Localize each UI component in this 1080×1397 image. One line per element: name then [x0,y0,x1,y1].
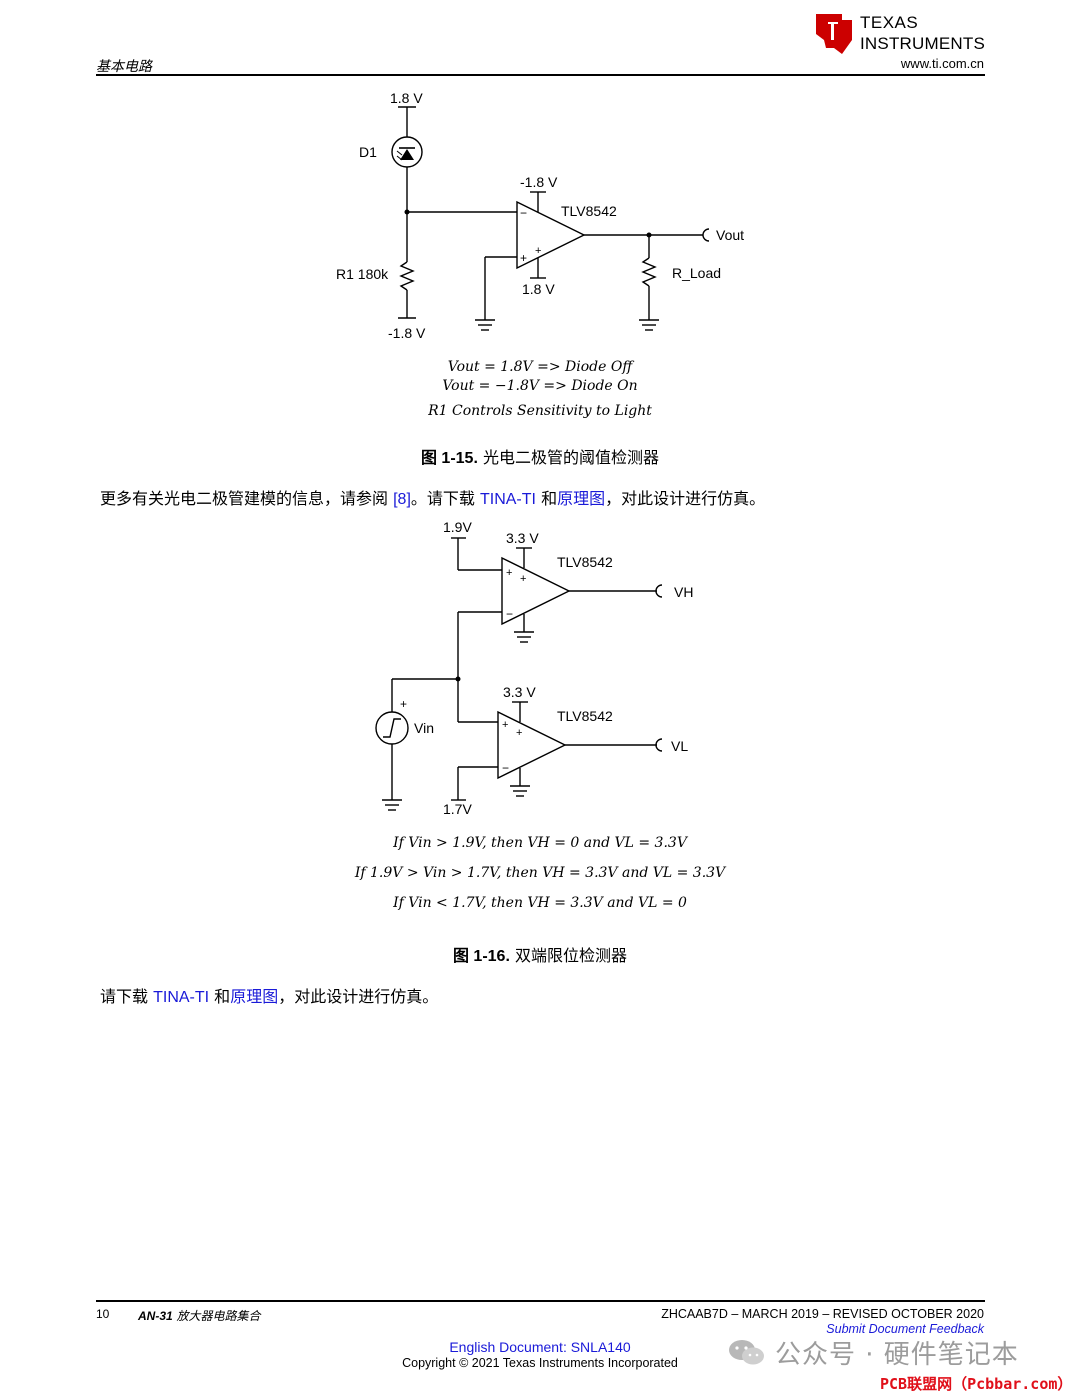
para1-text-1: 更多有关光电二极管建模的信息，请参阅 [100,489,394,508]
para2-text-3: ，对此设计进行仿真。 [278,987,439,1006]
fig1-load-label: R_Load [672,265,721,281]
para2-text-1: 请下载 [100,987,154,1006]
fig2-source-label: Vin [414,720,434,736]
para1-text-2: 。请下载 [410,489,480,508]
fig2-out-high: VH [674,584,693,600]
ti-logo-icon [816,14,852,54]
tina-ti-link[interactable]: TINA-TI [479,491,536,508]
fig2-ref-high: 1.9V [443,519,472,535]
svg-text:+: + [506,567,512,579]
svg-text:−: − [506,607,513,621]
para2-text-2: 和 [209,987,231,1006]
wechat-icon [729,1340,764,1365]
fig2-opamp-top: TLV8542 [557,554,613,570]
footer-title-text: 放大器电路集合 [172,1309,261,1323]
svg-text:−: − [520,206,527,220]
svg-text:+: + [516,727,522,739]
fig1-opamp-pos-supply: 1.8 V [522,281,555,297]
figure-2-schematic: + + − + + − + 1.9V 3.3 V TLV8542 VH 3.3 … [375,519,693,817]
fig2-equation-1: If Vin > 1.9V, then VH = 0 and VL = 3.3V [393,835,687,851]
page-number: 10 [96,1307,110,1321]
fig1-equation-2: Vout = −1.8V => Diode On [442,378,638,394]
watermark-text: 公众号 · 硬件笔记本 [775,1340,1019,1370]
header-rule [96,74,985,76]
para1-text-4: ，对此设计进行仿真。 [605,489,766,508]
header-section-title: 基本电路 [96,59,152,75]
svg-text:+: + [520,251,527,265]
logo-line1: Texas [860,13,919,32]
figure-2-caption: 图 1-16. 双端限位检测器 [0,942,1080,966]
svg-text:+: + [502,719,508,731]
fig1-equation-1: Vout = 1.8V => Diode Off [447,359,633,375]
footer-doc-info: ZHCAAB7D – MARCH 2019 – REVISED OCTOBER … [661,1307,984,1321]
watermark-site: PCB联盟网（Pcbbar.com） [876,1372,1077,1395]
fig2-ref-low: 1.7V [443,801,472,817]
fig2-supply-top: 3.3 V [506,530,539,546]
reference-8-link[interactable]: [8] [393,491,411,508]
figure-1-schematic: − + + 1.8 V D1 -1.8 V TLV8542 Vout R1 18… [336,90,744,341]
footer-an-number: AN-31 [138,1309,173,1323]
fig1-top-supply: 1.8 V [390,90,423,106]
fig2-caption-number: 图 1-16. [452,948,510,965]
fig1-caption-text: 光电二极管的阈值检测器 [483,448,660,467]
fig2-supply-bottom: 3.3 V [503,684,536,700]
english-document-link[interactable]: English Document: SNLA140 [449,1339,631,1355]
logo-line2: Instruments [860,34,985,53]
schematic-link-2[interactable]: 原理图 [230,989,279,1006]
header-website-link[interactable]: www.ti.com.cn [900,56,984,71]
footer-rule [96,1300,985,1302]
para1-text-3: 和 [535,489,558,508]
tina-ti-link-2[interactable]: TINA-TI [153,989,210,1006]
fig1-resistor-label: R1 180k [336,266,389,282]
fig1-caption-number: 图 1-15. [420,450,478,467]
svg-text:+: + [400,697,407,711]
fig1-output-label: Vout [716,227,744,243]
fig1-diode-label: D1 [359,144,377,160]
footer-doc-title: AN-31 放大器电路集合 [138,1307,261,1324]
fig2-equation-2: If 1.9V > Vin > 1.7V, then VH = 3.3V and… [354,865,726,881]
fig1-bottom-supply: -1.8 V [388,325,426,341]
figure-1-caption: 图 1-15. 光电二极管的阈值检测器 [0,444,1080,468]
fig1-opamp-neg-supply: -1.8 V [520,174,558,190]
fig2-opamp-bottom: TLV8542 [557,708,613,724]
fig2-equation-3: If Vin < 1.7V, then VH = 3.3V and VL = 0 [393,895,687,911]
fig2-out-low: VL [671,738,688,754]
fig1-equation-3: R1 Controls Sensitivity to Light [428,403,652,419]
fig2-caption-text: 双端限位检测器 [515,946,628,965]
paragraph-2: 请下载 TINA-TI 和原理图，对此设计进行仿真。 [100,983,438,1007]
svg-text:+: + [535,245,541,257]
fig1-opamp-label: TLV8542 [561,203,617,219]
svg-text:−: − [502,761,509,775]
schematic-link[interactable]: 原理图 [557,491,606,508]
submit-feedback-link[interactable]: Submit Document Feedback [826,1322,984,1336]
svg-text:+: + [520,573,526,585]
paragraph-1: 更多有关光电二极管建模的信息，请参阅 [8]。请下载 TINA-TI 和原理图，… [100,485,765,509]
copyright: Copyright © 2021 Texas Instruments Incor… [402,1356,678,1370]
